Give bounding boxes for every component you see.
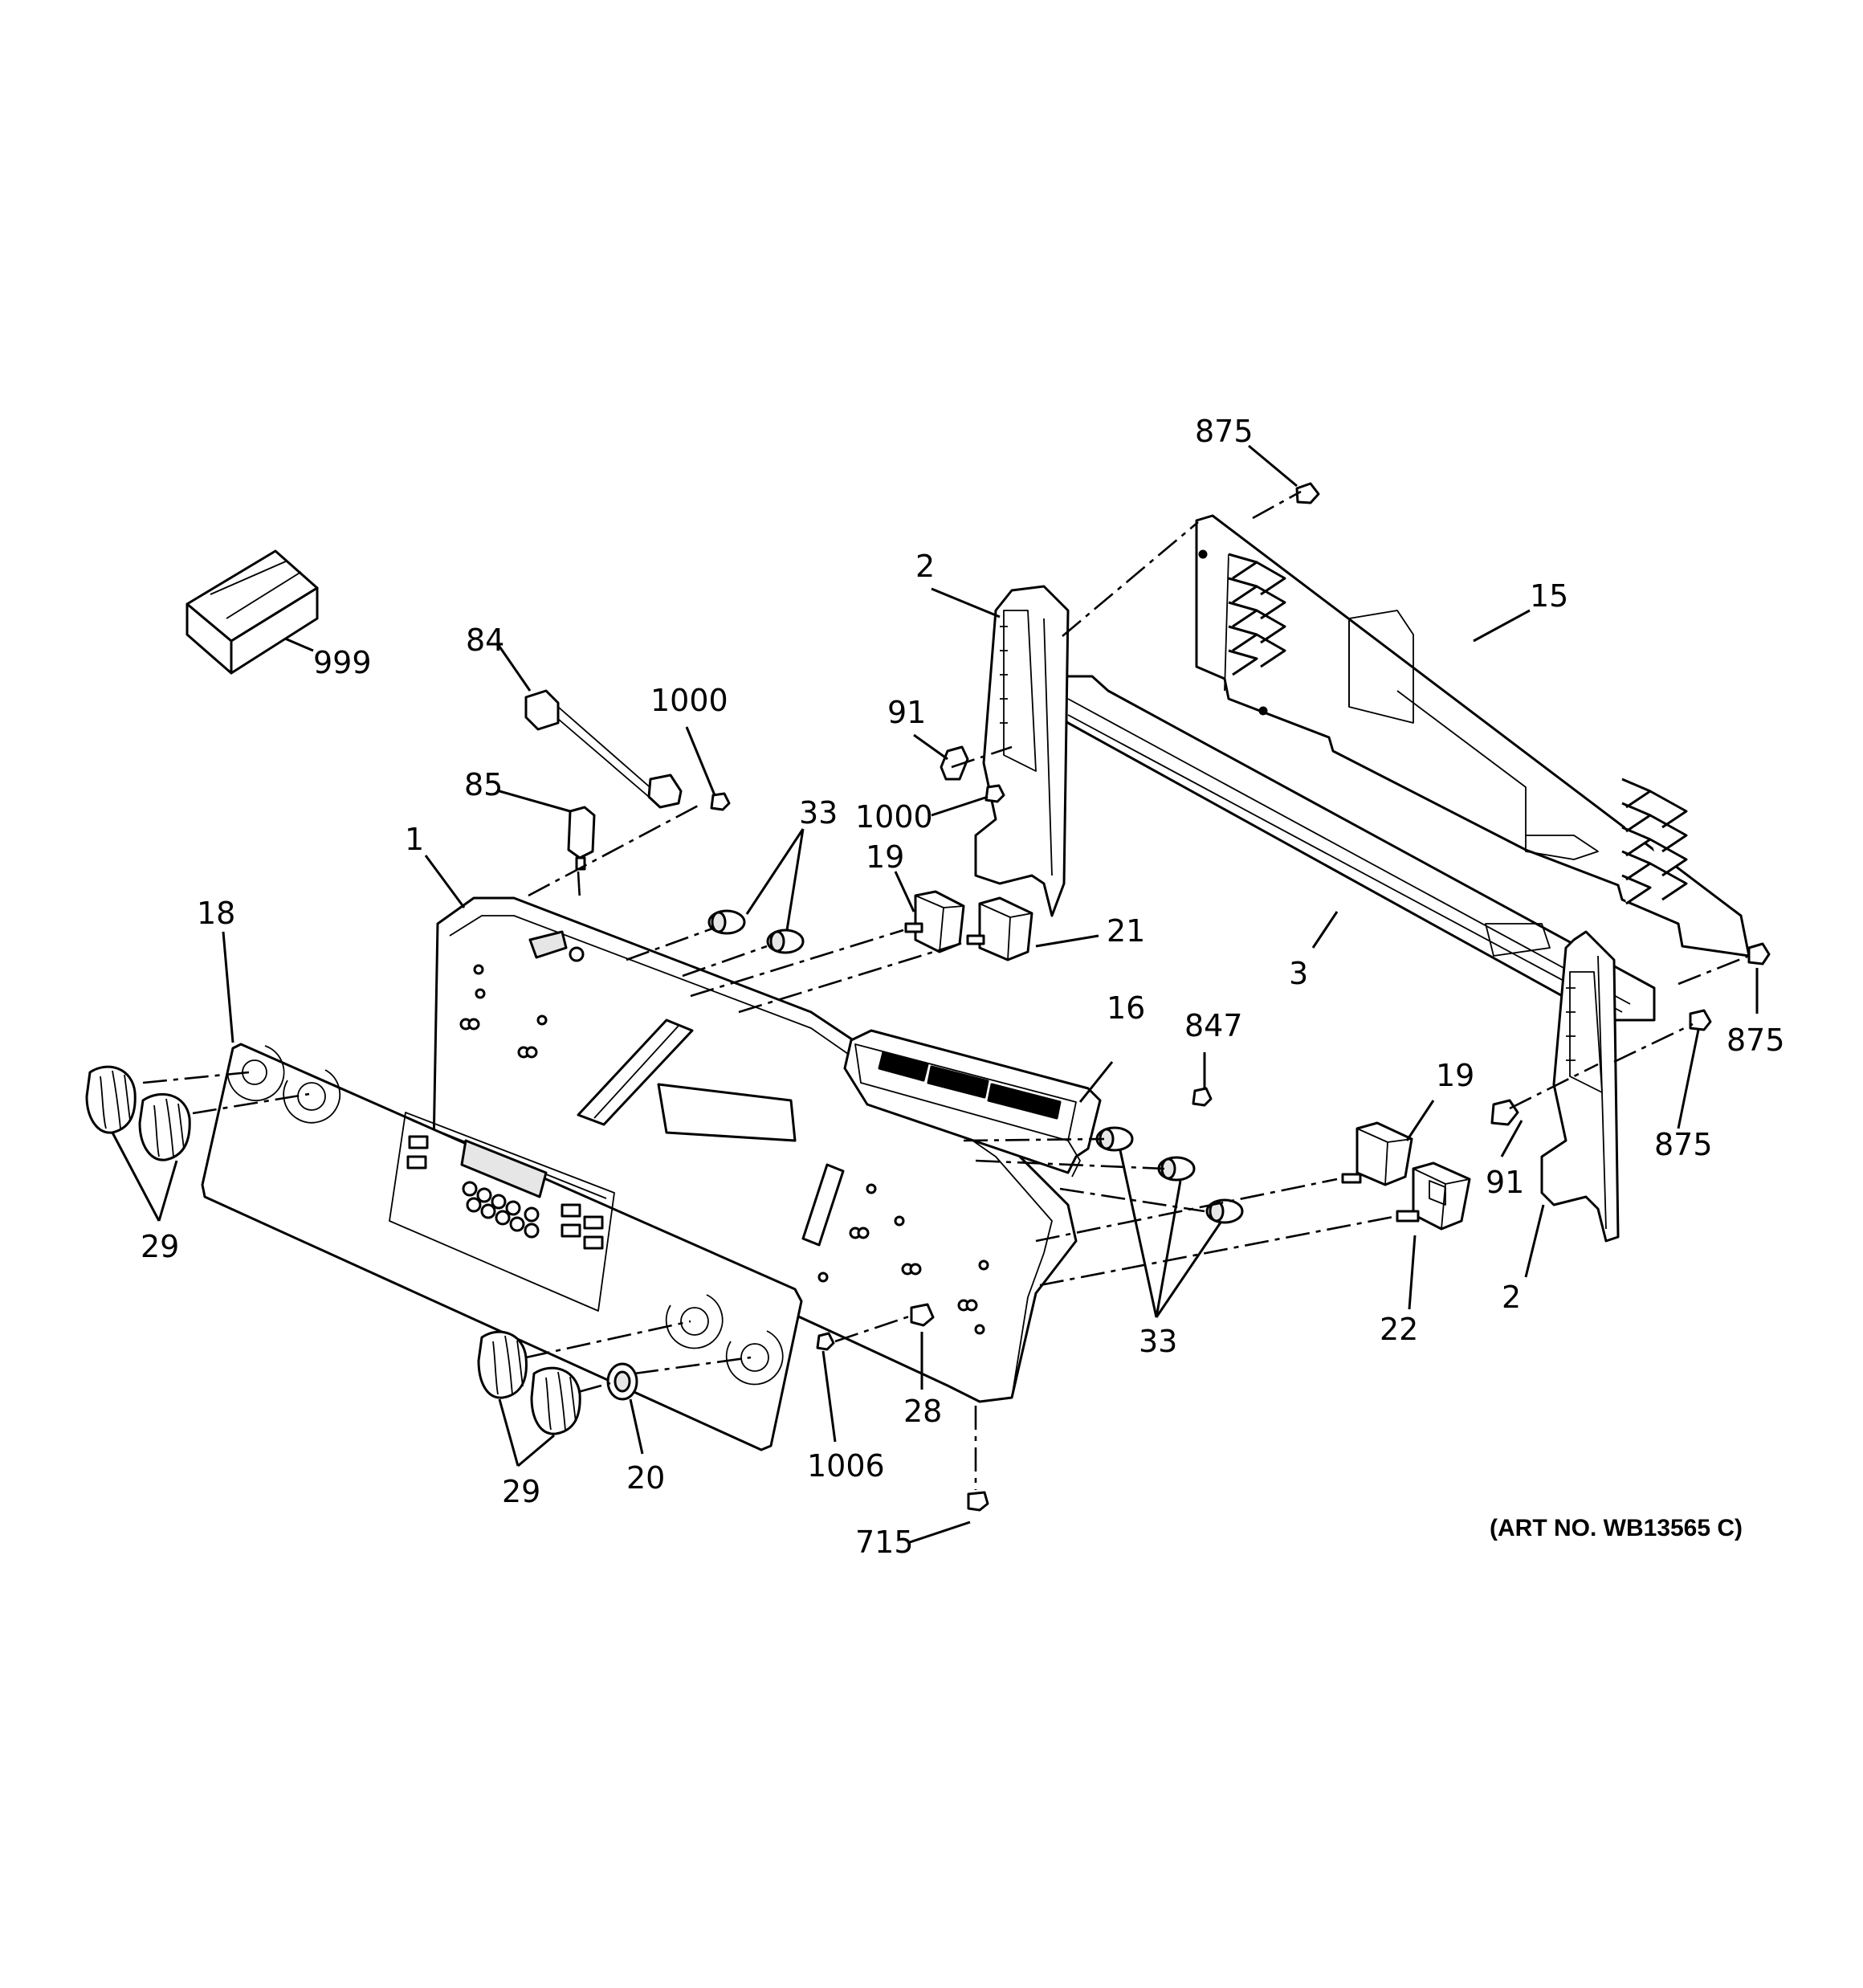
control-panel-glass [201,1043,803,1451]
infinite-switch-19-right [1341,1121,1413,1186]
control-knobs-29-left [85,1065,191,1161]
indicator-light-85 [567,806,596,871]
callout-875-top: 875 [1195,414,1254,449]
end-cap-left [974,585,1070,917]
end-cap-right [1540,930,1620,1243]
wire-harness-84 [524,689,683,809]
callout-21: 21 [1107,913,1145,949]
callout-19-top: 19 [866,839,904,875]
callout-18: 18 [197,896,235,931]
control-panel-frame [432,896,1078,1403]
screws [710,482,1771,1512]
callout-2-right: 2 [1502,1280,1521,1315]
infinite-switch-22 [1396,1161,1471,1231]
assembly-lines [142,490,1750,1490]
back-panel [1195,514,1751,957]
callout-875-right: 875 [1726,1023,1785,1058]
callout-labels: 999 84 1000 85 1 18 29 33 19 21 2 91 100… [141,414,1785,1560]
callout-28: 28 [903,1394,942,1429]
infinite-switch-19-top [904,890,965,953]
callout-91-top: 91 [887,695,926,730]
callout-85: 85 [464,767,503,802]
callout-847: 847 [1184,1008,1243,1043]
knob-adapters-33 [707,909,1244,1224]
callout-999: 999 [313,645,372,680]
callout-84: 84 [466,623,504,658]
callout-1006: 1006 [807,1448,885,1484]
callout-1000-top: 1000 [650,683,728,718]
carton-999 [185,549,319,675]
callout-33-top: 33 [799,795,838,831]
clip-91-right [1490,1099,1519,1126]
infinite-switch-21 [966,896,1033,961]
callout-1000-right: 1000 [855,799,933,835]
callout-20: 20 [626,1460,665,1496]
callout-16: 16 [1107,990,1145,1026]
callout-19-right: 19 [1436,1058,1474,1093]
panel-holes [459,964,989,1335]
callout-22: 22 [1380,1312,1418,1347]
callout-875-lower: 875 [1654,1127,1713,1162]
vent-slots-right [1621,778,1688,905]
electronic-control-board [843,1029,1102,1178]
control-knobs-29-bottom [477,1330,581,1435]
callout-2-top: 2 [915,549,935,584]
callout-91-right: 91 [1486,1165,1524,1200]
vent-slots-left [1228,553,1286,676]
callout-29-left: 29 [141,1229,179,1264]
callout-29-bottom: 29 [502,1474,540,1509]
callout-15: 15 [1530,578,1568,614]
knob-bezel-20 [606,1362,638,1401]
callout-33-bottom: 33 [1139,1324,1177,1359]
callout-1: 1 [405,822,424,857]
callout-715: 715 [855,1525,914,1560]
callout-3: 3 [1289,956,1308,991]
art-number: (ART NO. WB13565 C) [1490,1515,1743,1541]
leader-lines [111,444,1759,1544]
clip-91-left [940,745,969,781]
keypad-buttons [406,1135,604,1250]
